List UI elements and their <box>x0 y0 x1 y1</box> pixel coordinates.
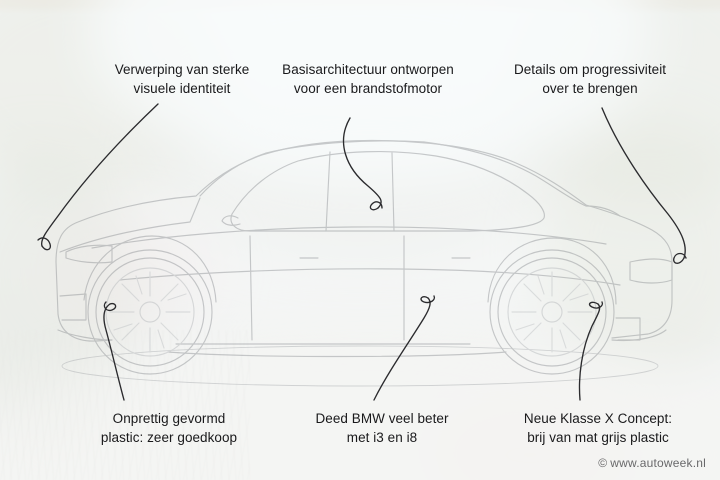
annotation-bottom-middle: Deed BMW veel beter met i3 en i8 <box>272 409 492 447</box>
copyright-icon: © <box>598 456 608 470</box>
front-wheel-arch <box>83 235 217 303</box>
annotation-bottom-right-line1: Neue Klasse X Concept: <box>523 411 673 426</box>
arrow-to-rear-wheel-shaft <box>578 303 601 401</box>
rear-tyre-outer <box>489 249 615 375</box>
arrow-to-front-end-head <box>37 237 52 251</box>
rear-bumper-detail <box>615 317 641 341</box>
arrow-to-front-wheel-head <box>103 301 117 312</box>
annotation-bottom-left: Onprettig gevormd plastic: zeer goedkoop <box>58 409 280 447</box>
annotation-top-middle: Basisarchitectuur ontworpen voor een bra… <box>258 60 478 98</box>
annotation-bottom-right: Neue Klasse X Concept: brij van mat grij… <box>490 409 706 447</box>
side-window-glass <box>230 150 545 232</box>
arrow-to-front-end-shaft <box>40 103 159 247</box>
roof-spoiler <box>585 205 621 217</box>
hood-line <box>59 197 201 253</box>
front-bumper-intake <box>59 293 87 321</box>
rear-wheel-spokes <box>511 271 593 353</box>
rear-hub <box>541 301 563 323</box>
rear-light <box>629 258 673 284</box>
arrow-to-rear-detail-head <box>673 252 687 264</box>
annotation-top-right-line2: over te brengen <box>542 81 638 96</box>
arrow-to-roofline-shaft <box>342 117 382 209</box>
roofline <box>265 140 425 154</box>
b-pillar-divider <box>325 151 331 232</box>
arrow-to-rear-detail-shaft <box>601 107 686 259</box>
front-tyre-inner <box>95 257 205 367</box>
annotation-top-left-line2: visuele identiteit <box>133 81 231 96</box>
front-lower-lip <box>57 329 113 341</box>
c-pillar <box>423 141 587 207</box>
annotation-bottom-left-line1: Onprettig gevormd <box>112 411 226 426</box>
arrow-to-rocker-panel-head <box>420 295 436 304</box>
annotation-top-right-line1: Details om progressiviteit <box>513 62 667 77</box>
car-front-lower-outline <box>55 261 113 342</box>
beltline <box>91 226 607 249</box>
ground-shadow <box>61 345 659 387</box>
rear-lower-lip <box>611 329 667 342</box>
arrow-to-rear-wheel-head <box>588 301 604 309</box>
arrow-to-rocker-panel-shaft <box>373 297 431 401</box>
annotation-bottom-middle-line2: met i3 en i8 <box>346 430 418 445</box>
a-pillar <box>199 152 267 197</box>
window-divider-rear <box>391 152 395 232</box>
annotation-top-left-line1: Verwerping van sterke <box>114 62 250 77</box>
watermark: ©www.autoweek.nl <box>598 456 706 470</box>
front-hub <box>139 301 161 323</box>
annotation-top-left: Verwerping van sterke visuele identiteit <box>72 60 292 98</box>
character-line <box>119 268 621 286</box>
rear-tyre-inner <box>497 257 607 367</box>
lower-cladding-line <box>167 351 507 358</box>
watermark-text: www.autoweek.nl <box>610 456 706 470</box>
annotation-top-right: Details om progressiviteit over te breng… <box>482 60 698 98</box>
annotation-top-middle-line1: Basisarchitectuur ontworpen <box>282 62 454 77</box>
front-tyre-outer <box>87 249 213 375</box>
annotation-bottom-left-line2: plastic: zeer goedkoop <box>100 430 238 445</box>
front-door-shutline <box>249 235 253 341</box>
arrow-to-roofline-head <box>369 201 383 211</box>
annotation-top-middle-line2: voor een brandstofmotor <box>293 81 443 96</box>
arrow-to-front-wheel-shaft <box>103 303 125 401</box>
rear-rim-outer <box>507 267 597 357</box>
rear-wheel-arch <box>487 237 617 305</box>
annotation-bottom-right-line2: brij van mat grijs plastic <box>527 430 669 445</box>
headlight <box>65 244 113 264</box>
front-wheel-spokes <box>109 271 191 353</box>
side-mirror <box>221 215 241 226</box>
front-rim-outer <box>105 267 195 357</box>
annotation-bottom-middle-line1: Deed BMW veel beter <box>315 411 449 426</box>
car-upper-outline <box>55 139 673 339</box>
